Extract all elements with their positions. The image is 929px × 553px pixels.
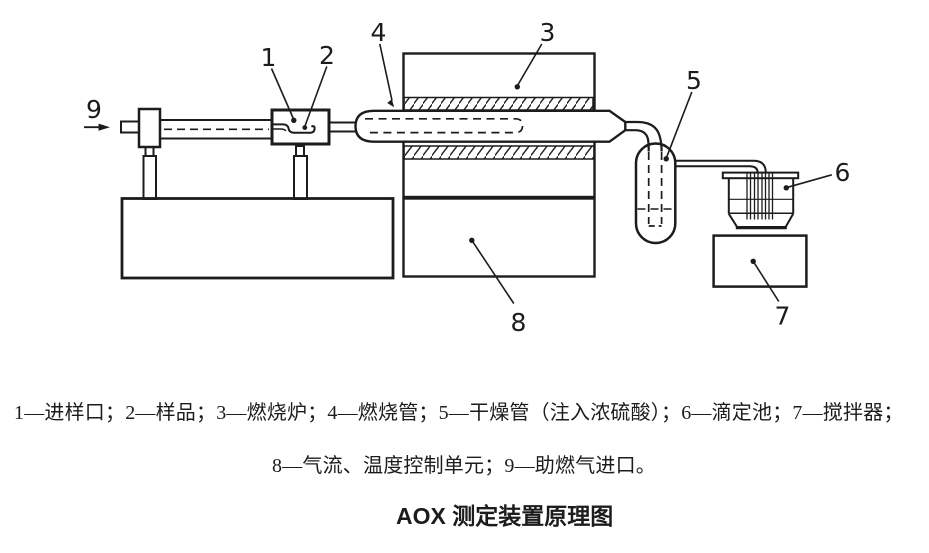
- sample-block: [270, 108, 331, 146]
- callout-4: 4: [371, 18, 387, 47]
- callout-6: 6: [835, 158, 851, 187]
- feed-tube: [159, 119, 273, 140]
- hatch-band-top: [403, 96, 594, 111]
- figure-legend-line2: 8—气流、温度控制单元；9—助燃气进口。: [272, 455, 656, 477]
- callout-2: 2: [319, 41, 335, 70]
- base-unit: [120, 197, 395, 280]
- titration-cell: [721, 171, 800, 230]
- callout-8: 8: [511, 308, 527, 337]
- inlet-stub: [120, 120, 140, 134]
- drying-tube: [634, 142, 677, 245]
- sample-boat: [272, 123, 316, 134]
- callout-numbers: 9 1 2 4 3 5 6 7 8: [86, 18, 850, 337]
- arrowhead-4: [387, 99, 395, 108]
- gas-inlet-arrow: [84, 123, 110, 131]
- callout-7: 7: [775, 302, 791, 331]
- hatch-band-bottom: [403, 145, 595, 160]
- callout-1: 1: [261, 43, 277, 72]
- outlet-tube: [675, 159, 767, 173]
- support-post-left: [142, 155, 157, 200]
- figure-legend-line1: 1—进样口；2—样品；3—燃烧炉；4—燃烧管；5—干燥管（注入浓硫酸）；6—滴定…: [14, 402, 904, 424]
- combustion-tube: [354, 109, 627, 143]
- combustion-furnace: [402, 52, 596, 278]
- stirrer-unit: [712, 234, 808, 288]
- figure-title: AOX 测定装置原理图: [396, 503, 614, 529]
- control-unit-box: [402, 197, 596, 278]
- cell-lid: [721, 171, 800, 180]
- tube-connector: [329, 121, 357, 133]
- inner-tube-dashed: [365, 117, 524, 134]
- callout-9: 9: [86, 95, 102, 124]
- callout-3: 3: [540, 18, 556, 47]
- arrowhead-right: [98, 123, 110, 131]
- callout-5: 5: [686, 66, 702, 95]
- callout-pointers: [270, 43, 833, 304]
- support-stands: [142, 145, 308, 200]
- injection-port: [120, 107, 162, 149]
- electrodes: [746, 173, 774, 220]
- aox-apparatus-schematic: 9 1 2 4 3 5 6 7 8: [84, 18, 850, 337]
- support-post-right: [293, 155, 308, 200]
